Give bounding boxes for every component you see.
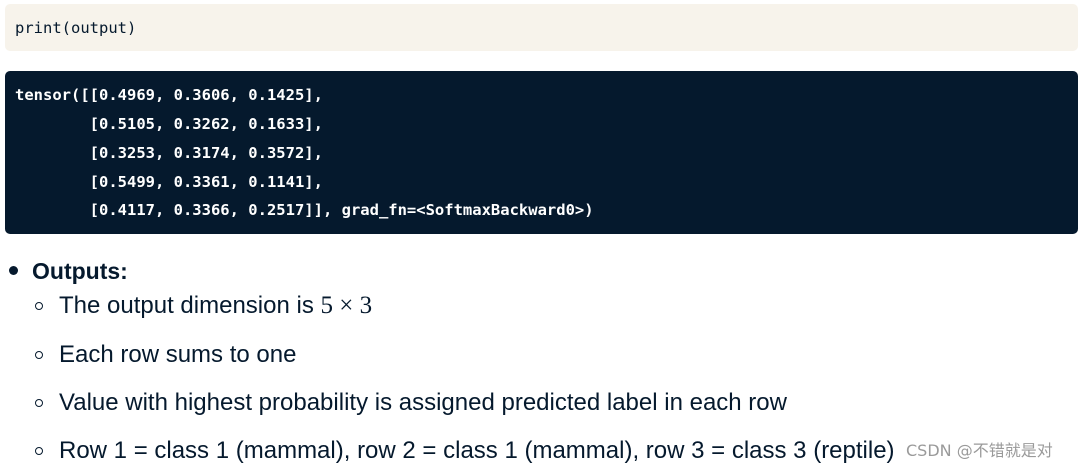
code-output-line: [0.5105, 0.3262, 0.1633], (15, 115, 323, 133)
code-output-line: [0.4117, 0.3366, 0.2517]], grad_fn=<Soft… (15, 201, 594, 219)
code-output-cell: tensor([[0.4969, 0.3606, 0.1425], [0.510… (5, 71, 1078, 234)
list-item-text: Value with highest probability is assign… (59, 389, 787, 416)
list-item: Each row sums to one (0, 339, 1080, 371)
circle-bullet-icon (35, 399, 43, 407)
list-item: Row 1 = class 1 (mammal), row 2 = class … (0, 435, 1080, 467)
code-output-line: [0.5499, 0.3361, 0.1141], (15, 173, 323, 191)
list-item: The output dimension is 5 × 3 (0, 290, 1080, 322)
code-output-line: [0.3253, 0.3174, 0.3572], (15, 144, 323, 162)
outputs-heading: Outputs: (32, 258, 128, 284)
dimension-math: 5 × 3 (320, 292, 373, 319)
circle-bullet-icon (35, 351, 43, 359)
circle-bullet-icon (35, 447, 43, 455)
code-input-cell: print(output) (5, 4, 1078, 51)
circle-bullet-icon (35, 302, 43, 310)
code-output-line: tensor([[0.4969, 0.3606, 0.1425], (15, 86, 323, 104)
list-item-label: The output dimension is (59, 292, 321, 319)
code-input-text: print(output) (15, 19, 137, 37)
list-item-text: The output dimension is 5 × 3 (59, 291, 372, 321)
list-item-text: Row 1 = class 1 (mammal), row 2 = class … (59, 437, 895, 464)
list-item: Value with highest probability is assign… (0, 387, 1080, 419)
list-item-text: Each row sums to one (59, 341, 297, 368)
bullet-dot-icon (9, 266, 18, 275)
watermark: CSDN @不错就是对 (906, 441, 1053, 460)
